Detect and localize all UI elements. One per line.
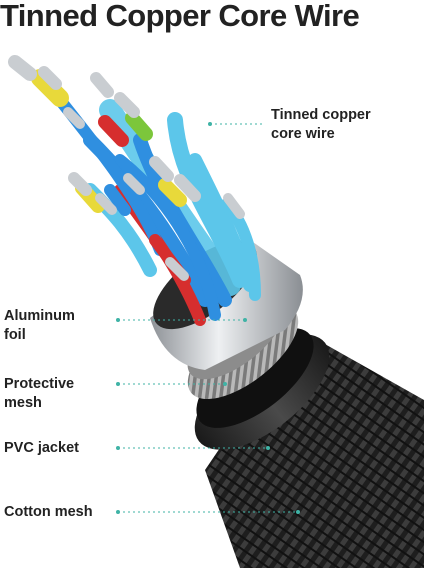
cotton-mesh-label: Cotton mesh: [4, 504, 93, 520]
leader-lines: [116, 122, 300, 514]
page-title: Tinned Copper Core Wire: [0, 0, 360, 33]
protective-mesh-label-line1: Protective: [4, 376, 75, 392]
aluminum-foil-label-line1: Aluminum: [4, 308, 75, 324]
protective-mesh-label: Protective mesh: [4, 375, 74, 413]
pvc-jacket-label: PVC jacket: [4, 440, 79, 456]
tinned-copper-label-line2: core wire: [271, 126, 335, 142]
aluminum-foil-label-line2: foil: [4, 327, 26, 343]
protective-mesh-label-line2: mesh: [4, 395, 42, 411]
tinned-copper-label-line1: Tinned copper: [271, 107, 371, 123]
aluminum-foil-label: Aluminum foil: [4, 307, 75, 345]
inner-wires: [8, 55, 261, 326]
tinned-copper-label: Tinned copper core wire: [271, 106, 371, 144]
